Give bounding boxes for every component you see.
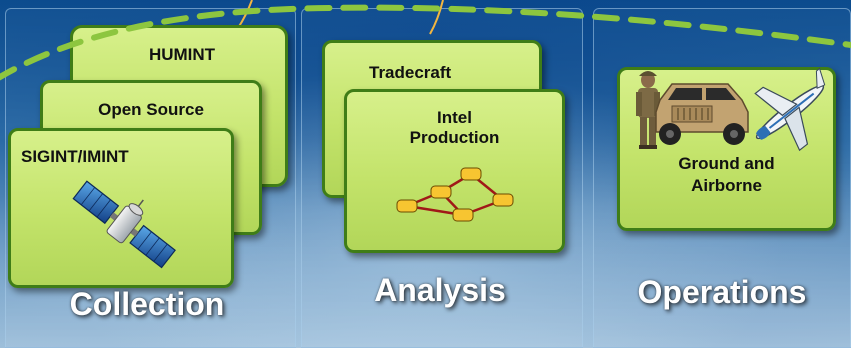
section-title-collection: Collection	[69, 286, 225, 322]
card-intel-production: Intel Production	[344, 89, 565, 253]
section-title-operations: Operations	[637, 274, 807, 310]
card-tradecraft-label: Tradecraft	[369, 63, 452, 82]
satellite-icon	[72, 180, 176, 269]
section-title-analysis: Analysis	[374, 272, 506, 308]
card-sigint-imint-label: SIGINT/IMINT	[21, 147, 129, 166]
card-sigint-imint: SIGINT/IMINT	[8, 128, 234, 288]
network-graph-icon	[396, 167, 514, 222]
card-ground-airborne: Ground and Airborne	[617, 67, 836, 231]
card-ground-airborne-label: Ground and Airborne	[678, 154, 775, 195]
card-open-source-label: Open Source	[98, 100, 204, 119]
card-humint-label: HUMINT	[148, 45, 216, 64]
card-intel-production-label: Intel Production	[409, 108, 500, 147]
